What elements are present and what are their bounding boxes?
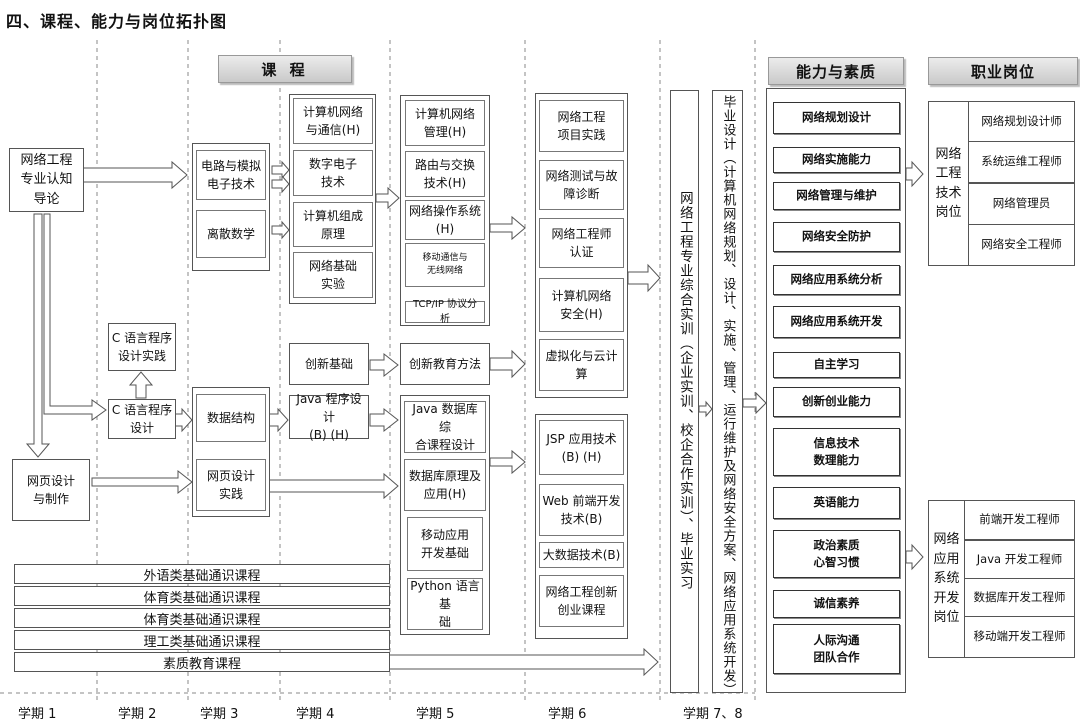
course-web-practice: 网页设计 实践 [196, 459, 266, 511]
job-item: Java 开发工程师 [964, 540, 1075, 580]
ability-item: 网络安全防护 [773, 222, 900, 252]
courses-header: 课 程 [218, 55, 352, 83]
page-title: 四、课程、能力与岗位拓扑图 [6, 12, 228, 31]
ability-item: 网络规划设计 [773, 102, 900, 134]
course-java-design: Java 程序设计 (B) (H) [289, 392, 369, 442]
ability-item: 英语能力 [773, 487, 900, 519]
course-network-mgmt: 计算机网络 管理(H) [405, 100, 485, 146]
jobs-group1-label: 网络 工程 技术 岗位 [929, 102, 969, 265]
bar-quality-education: 素质教育课程 [14, 652, 390, 672]
course-discrete-math: 离散数学 [196, 210, 266, 258]
comprehensive-training-text: 网络工程专业综合实训（企业实训、校企合作实训）、毕业实习 [676, 191, 693, 591]
bar-general-foreign: 外语类基础通识课程 [14, 564, 390, 584]
ability-item: 创新创业能力 [773, 387, 900, 417]
semester-label: 学期 5 [416, 707, 455, 722]
graduation-design-text: 毕业设计（计算机网络规划、设计、实施、管理、运行维护及网络安全方案、网络应用系统… [720, 95, 736, 697]
course-db-principles: 数据库原理及 应用(H) [404, 459, 486, 511]
ability-item: 诚信素养 [773, 590, 900, 618]
job-item: 系统运维工程师 [968, 141, 1075, 183]
ability-item: 网络应用系统开发 [773, 306, 900, 338]
job-item: 数据库开发工程师 [964, 578, 1075, 618]
course-project-practice: 网络工程 项目实践 [539, 100, 624, 152]
course-certification: 网络工程师 认证 [539, 218, 624, 268]
course-c-design: C 语言程序 设计 [108, 399, 176, 439]
course-python: Python 语言基 础 [407, 578, 483, 630]
course-virtualization: 虚拟化与云计 算 [539, 339, 624, 391]
jobs-header: 职业岗位 [928, 57, 1078, 85]
course-comprehensive-training: 网络工程专业综合实训（企业实训、校企合作实训）、毕业实习 [670, 90, 699, 693]
course-innovation-basics: 创新基础 [289, 343, 369, 385]
course-network-basics-exp: 网络基础 实验 [293, 252, 373, 298]
jobs-group2-label: 网络 应用 系统 开发 岗位 [929, 501, 965, 657]
course-big-data: 大数据技术(B) [539, 542, 624, 568]
job-item: 网络管理员 [968, 183, 1075, 225]
course-web-design: 网页设计 与制作 [12, 459, 90, 521]
ability-item: 政治素质 心智习惯 [773, 530, 900, 578]
course-routing-switching: 路由与交换 技术(H) [405, 151, 485, 197]
bar-general-sports-2: 体育类基础通识课程 [14, 608, 390, 628]
course-intro: 网络工程 专业认知 导论 [9, 148, 84, 212]
course-mobile-comm: 移动通信与 无线网络 [405, 243, 485, 287]
bar-general-sports-1: 体育类基础通识课程 [14, 586, 390, 606]
arrow-intro-circuits [82, 160, 188, 190]
course-mobile-dev: 移动应用 开发基础 [407, 517, 483, 571]
job-item: 网络安全工程师 [968, 224, 1075, 266]
course-data-structures: 数据结构 [196, 394, 266, 442]
job-item: 网络规划设计师 [968, 101, 1075, 143]
course-security: 计算机网络 安全(H) [539, 278, 624, 332]
course-computer-org: 计算机组成 原理 [293, 202, 373, 247]
course-jsp: JSP 应用技术 (B) (H) [539, 420, 624, 475]
job-item: 前端开发工程师 [964, 500, 1075, 540]
course-c-practice: C 语言程序 设计实践 [108, 323, 176, 371]
semester-label: 学期 6 [548, 707, 587, 722]
abilities-header: 能力与素质 [768, 57, 904, 85]
course-innovation-methods: 创新教育方法 [400, 343, 490, 385]
bar-general-science: 理工类基础通识课程 [14, 630, 390, 650]
semester-label: 学期 3 [200, 707, 239, 722]
ability-item: 网络管理与维护 [773, 182, 900, 210]
job-item: 移动端开发工程师 [964, 616, 1075, 658]
ability-item: 信息技术 数理能力 [773, 428, 900, 476]
course-tcpip: TCP/IP 协议分析 [405, 299, 485, 325]
course-digital-electronics: 数字电子 技术 [293, 150, 373, 196]
course-web-frontend: Web 前端开发 技术(B) [539, 484, 624, 536]
course-circuits: 电路与模拟 电子技术 [196, 150, 266, 200]
course-java-db: Java 数据库综 合课程设计 [404, 401, 486, 453]
semester-label: 学期 1 [18, 707, 57, 722]
ability-item: 人际沟通 团队合作 [773, 624, 900, 674]
semester-label: 学期 7、8 [683, 707, 743, 722]
semester-label: 学期 2 [118, 707, 157, 722]
semester-label: 学期 4 [296, 707, 335, 722]
course-testing: 网络测试与故 障诊断 [539, 160, 624, 210]
ability-item: 网络实施能力 [773, 147, 900, 173]
course-innovation-course: 网络工程创新 创业课程 [539, 575, 624, 627]
ability-item: 自主学习 [773, 352, 900, 378]
ability-item: 网络应用系统分析 [773, 265, 900, 295]
arrow-shapes [25, 160, 924, 677]
course-network-os: 网络操作系统 (H) [405, 200, 485, 240]
course-graduation-design: 毕业设计（计算机网络规划、设计、实施、管理、运行维护及网络安全方案、网络应用系统… [712, 90, 743, 697]
course-comm-networks: 计算机网络 与通信(H) [293, 98, 373, 144]
